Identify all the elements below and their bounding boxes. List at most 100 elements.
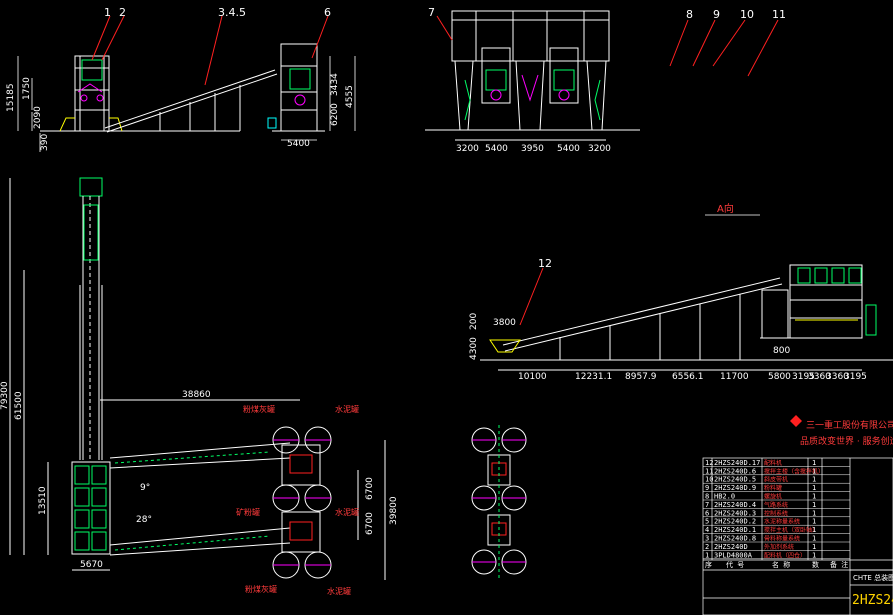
dim-a-b5: 11700 (720, 372, 749, 382)
part-code: HB2.0 (714, 493, 735, 501)
part-number: 9 (705, 484, 709, 492)
part-qty: 1 (812, 493, 816, 501)
dim-a-2: 3800 (493, 318, 516, 328)
plan-view (9, 177, 386, 580)
part-qty: 1 (812, 509, 816, 517)
part-number: 1 (705, 551, 709, 559)
part-code: 3PLD4800A (714, 551, 753, 559)
dim-left-4: 390 (40, 134, 50, 151)
dim-left-3: 2090 (33, 106, 43, 129)
part-qty: 1 (812, 535, 816, 543)
part-name: 骨料称量系统 (764, 535, 800, 543)
part-qty: 1 (812, 484, 816, 492)
callout-leaders (91, 15, 779, 326)
callout-7: 7 (428, 6, 435, 19)
part-qty: 1 (812, 459, 816, 467)
silo-label-6: 水泥罐 (327, 586, 351, 596)
part-name: 搅拌主楼（含搅拌机） (764, 467, 824, 475)
view-a-labels: A向 200 3800 4300 10100 12231.1 8957.9 65… (469, 202, 867, 382)
part-name: 搅拌主机（双卧轴） (764, 526, 818, 534)
part-code: 2HZS240D.5 (714, 476, 756, 484)
part-qty: 1 (812, 501, 816, 509)
side-elevation-dims: 3200 5400 3950 5400 3200 (456, 144, 611, 154)
dim-c3: 3950 (521, 144, 544, 154)
dim-a-b1: 10100 (518, 372, 547, 382)
dim-p-3: 13510 (38, 486, 48, 515)
silo-label-2: 水泥罐 (335, 404, 359, 414)
part-code: 2HZS240D.8 (714, 535, 756, 543)
dim-a-b8: 3360 (808, 372, 831, 382)
view-a (480, 264, 893, 371)
front-elevation-dims: 15185 1750 2090 390 3434 4555 6200 5400 (6, 56, 356, 152)
part-number: 4 (705, 526, 709, 534)
part-code: 2HZS240D.2 (714, 518, 756, 526)
part-code: 2HZS240D.4 (714, 501, 756, 509)
company-logo-icon (790, 415, 802, 427)
callout-6: 6 (324, 6, 331, 19)
part-code: 2HZS240D.17 (714, 459, 760, 467)
dim-p-r1: 6700 (365, 477, 375, 500)
part-name: 外加剂系统 (764, 543, 794, 551)
part-qty: 1 (812, 526, 816, 534)
silo-top-view (471, 425, 527, 578)
part-name: 螺旋机 (764, 493, 782, 501)
part-number: 5 (705, 518, 709, 526)
part-code: 2HZS240D.3 (714, 509, 756, 517)
callout-2: 2 (119, 6, 126, 19)
dim-a-b4: 6556.1 (672, 372, 704, 382)
callout-numbers: 1 2 3.4.5 6 7 8 9 10 11 12 (104, 6, 786, 270)
part-number: 12 (705, 459, 713, 467)
part-qty: 1 (812, 518, 816, 526)
dim-bottom: 5400 (287, 139, 310, 149)
part-number: 3 (705, 535, 709, 543)
dim-c1: 3200 (456, 144, 479, 154)
part-number: 6 (705, 509, 709, 517)
silo-label-5: 粉煤灰罐 (245, 584, 277, 594)
company-slogan: 品质改变世界 · 服务创造价值 (800, 435, 893, 447)
view-a-title: A向 (717, 202, 734, 215)
dim-p-r3: 39800 (389, 496, 399, 525)
company-name: 三一重工股份有限公司 (806, 419, 893, 431)
part-code: 2HZS240D (714, 543, 748, 551)
company-block: 三一重工股份有限公司 品质改变世界 · 服务创造价值 (790, 415, 893, 447)
dim-left-1: 15185 (6, 83, 16, 112)
part-name: 粉料罐 (764, 484, 782, 492)
dim-p-bottom: 5670 (80, 560, 103, 570)
callout-1: 1 (104, 6, 111, 19)
callout-10: 10 (740, 8, 754, 21)
silo-label-3: 矿粉罐 (236, 507, 260, 517)
dim-a-1: 200 (469, 313, 479, 330)
dim-a-b2: 12231.1 (575, 372, 612, 382)
callout-9: 9 (713, 8, 720, 21)
tb-h-code: 代 号 (726, 560, 744, 569)
callout-12: 12 (538, 257, 552, 270)
part-qty: 1 (812, 467, 816, 475)
dim-a-b10: 3195 (844, 372, 867, 382)
part-name: 斜皮带机 (764, 476, 788, 484)
part-number: 10 (705, 476, 713, 484)
part-name: 控制系统 (764, 509, 788, 517)
part-number: 8 (705, 493, 709, 501)
dim-right-3: 6200 (330, 103, 340, 126)
front-elevation-view (40, 43, 325, 133)
dim-p-r2: 6700 (365, 512, 375, 535)
part-number: 7 (705, 501, 709, 509)
part-name: 配料机 (764, 459, 782, 467)
angle-2: 28° (136, 515, 152, 525)
angle-1: 9° (140, 483, 150, 493)
tb-h-name: 名 称 (772, 560, 790, 569)
silo-label-1: 粉煤灰罐 (243, 404, 275, 414)
part-qty: 1 (812, 543, 816, 551)
tb-h-note: 备 注 (830, 560, 848, 569)
drawing-name: CHTE 总装图 (853, 573, 893, 582)
part-number: 2 (705, 543, 709, 551)
drawing-code: 2HZS240 (852, 593, 893, 608)
plan-view-labels: 79300 61500 13510 38860 6700 6700 39800 … (0, 381, 399, 596)
part-qty: 1 (812, 551, 816, 559)
dim-right-1: 3434 (330, 73, 340, 96)
dim-a-b7: 3195 (792, 372, 815, 382)
dim-a-b9: 3360 (826, 372, 849, 382)
dim-p-1: 79300 (0, 381, 10, 410)
